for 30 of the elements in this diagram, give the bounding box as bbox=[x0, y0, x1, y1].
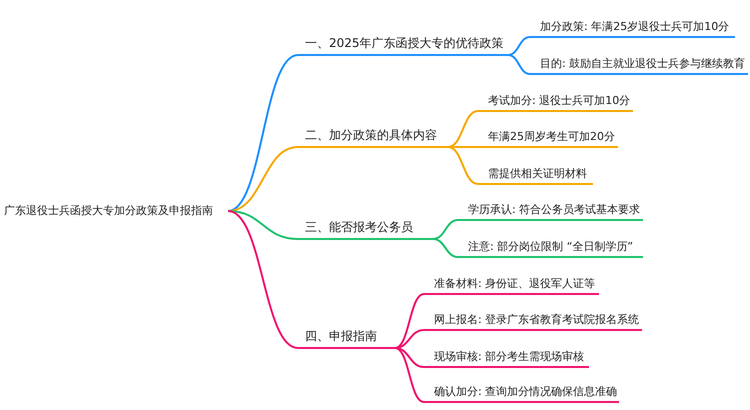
topic-text: 加分政策: 年满25岁退役士兵可加10分 bbox=[540, 19, 730, 35]
topic-text: 网上报名: 登录广东省教育考试院报名系统 bbox=[434, 312, 640, 328]
branch-connector bbox=[432, 219, 458, 240]
branch-connector bbox=[508, 54, 530, 75]
branch-connector bbox=[394, 329, 424, 349]
branch-connector bbox=[228, 54, 298, 212]
branch-connector bbox=[394, 293, 424, 349]
topic-text: 广东退役士兵函授大专加分政策及申报指南 bbox=[4, 203, 213, 219]
topic-text: 二、加分政策的具体内容 bbox=[305, 127, 437, 144]
branch-connector bbox=[394, 347, 424, 368]
branch-connector bbox=[228, 210, 298, 349]
topic-text: 准备材料: 身份证、退役军人证等 bbox=[434, 276, 596, 292]
branch-connector bbox=[228, 210, 298, 240]
branch-connector bbox=[448, 146, 478, 148]
topic-text: 注意: 部分岗位限制 “全日制学历” bbox=[468, 239, 634, 255]
topic-text: 一、2025年广东函授大专的优待政策 bbox=[305, 35, 504, 52]
topic-text: 四、申报指南 bbox=[305, 328, 377, 345]
branch-connector bbox=[448, 146, 478, 185]
topic-text: 三、能否报考公务员 bbox=[305, 219, 413, 236]
branch-connector bbox=[508, 36, 530, 56]
branch-connector bbox=[394, 347, 424, 403]
topic-text: 年满25周岁考生可加20分 bbox=[488, 129, 615, 145]
topic-text: 确认加分: 查询加分情况确保信息准确 bbox=[434, 384, 618, 400]
topic-text: 现场审核: 部分考生需现场审核 bbox=[434, 349, 584, 365]
topic-text: 考试加分: 退役士兵可加10分 bbox=[488, 93, 630, 109]
topic-text: 学历承认: 符合公务员考试基本要求 bbox=[468, 202, 640, 218]
topic-text: 需提供相关证明材料 bbox=[488, 166, 587, 182]
branch-connector bbox=[448, 110, 478, 148]
topic-text: 目的: 鼓励自主就业退役士兵参与继续教育 bbox=[540, 56, 746, 72]
branch-connector bbox=[432, 238, 458, 258]
